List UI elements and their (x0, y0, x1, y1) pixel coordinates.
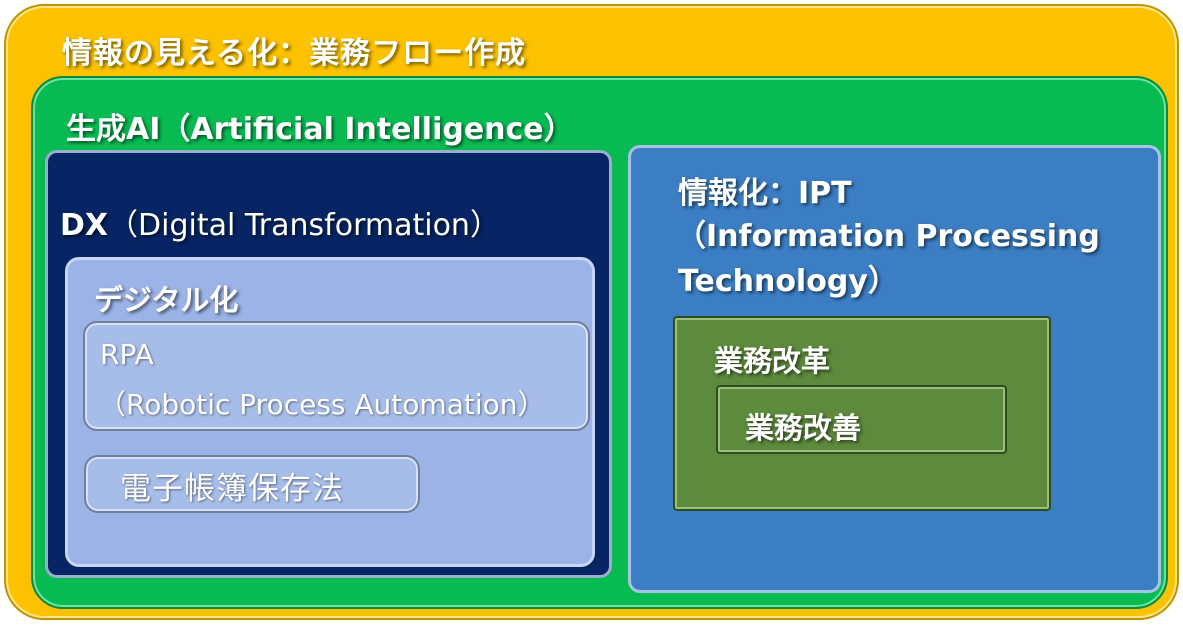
ipt-subtitle-line1: （Information Processing (676, 219, 1100, 254)
ipt-subtitle-line2: Technology） (678, 264, 898, 299)
dx-title-sub: （Digital Transformation） (108, 208, 500, 243)
visualization-title: 情報の見える化：業務フロー作成 (62, 36, 527, 71)
ipt-title: 情報化：IPT (678, 176, 852, 211)
e-book-law-title: 電子帳簿保存法 (120, 471, 344, 507)
business-improvement-title: 業務改善 (745, 411, 862, 445)
dx-title-main: DX (60, 208, 109, 243)
generative-ai-title: 生成AI（Artificial Intelligence） (66, 112, 574, 147)
digitalization-title: デジタル化 (94, 283, 239, 317)
business-improvement-box (716, 385, 1007, 454)
rpa-subtitle: （Robotic Process Automation） (98, 388, 546, 421)
business-reform-title: 業務改革 (714, 344, 831, 378)
rpa-box (83, 321, 590, 431)
e-book-law-box (84, 455, 420, 513)
rpa-title: RPA (100, 338, 154, 371)
dx-title: DX（Digital Transformation） (60, 200, 500, 244)
